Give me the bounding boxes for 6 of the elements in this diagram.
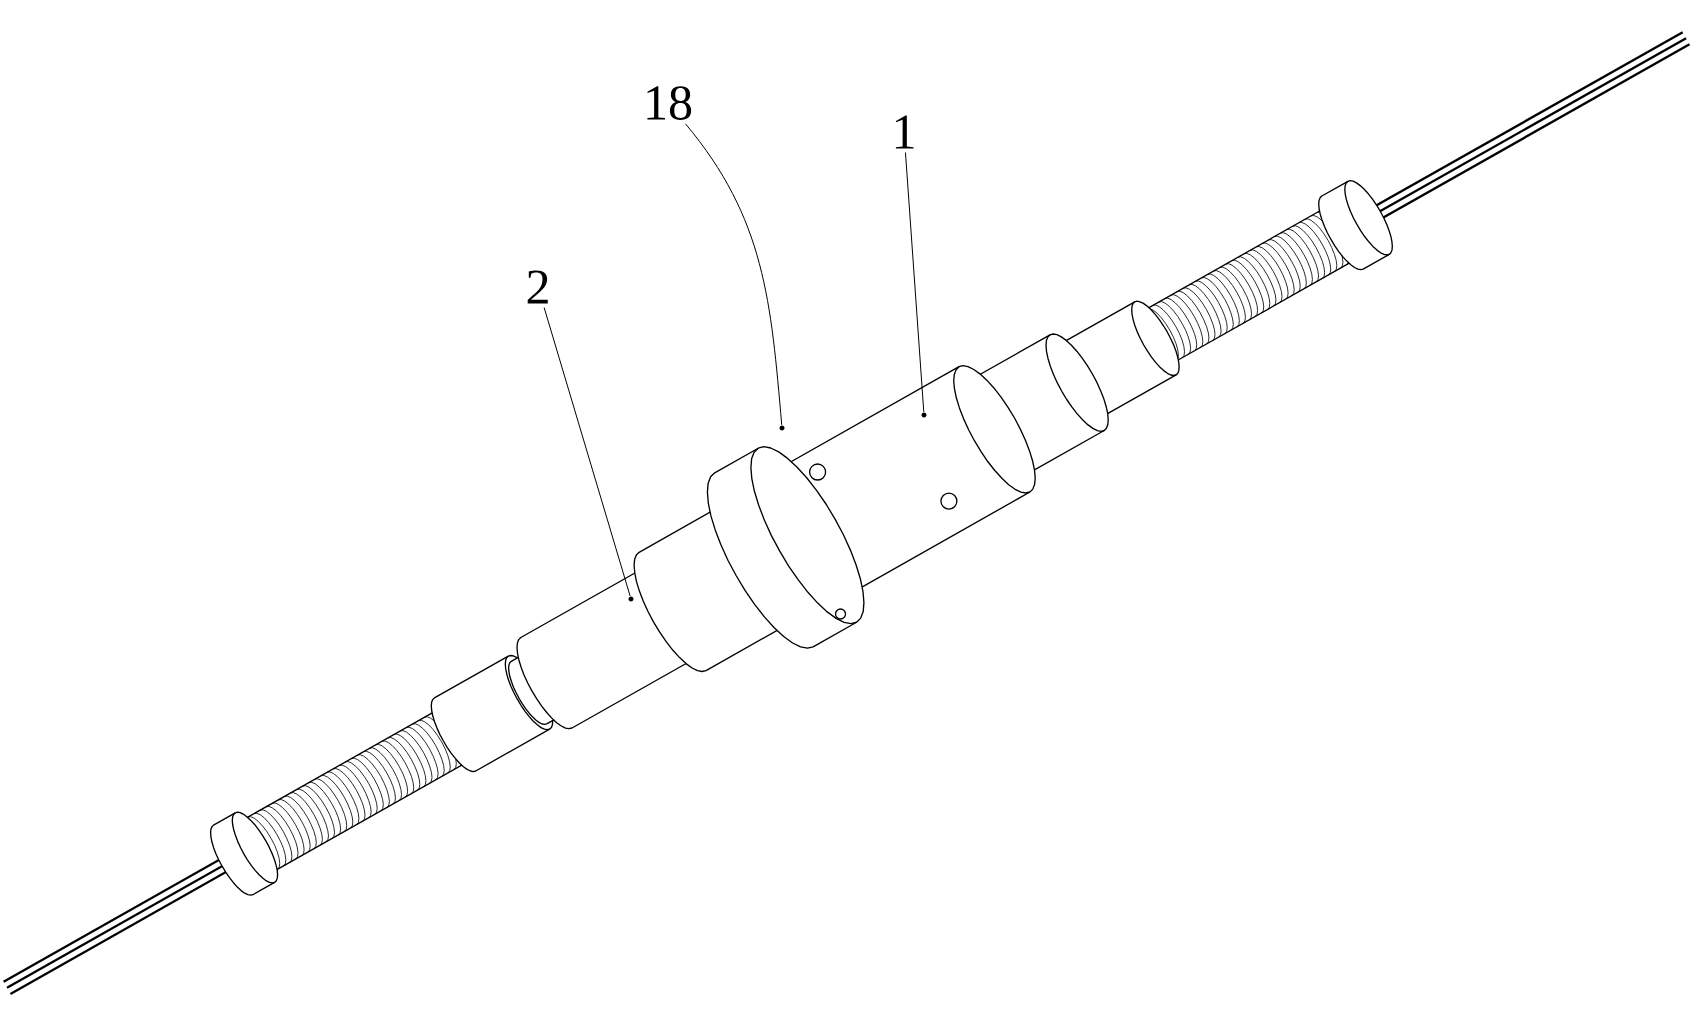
leader-line xyxy=(543,307,631,597)
callout-number: 18 xyxy=(647,86,692,120)
callout-number: 1 xyxy=(895,115,914,149)
callout-number: 2 xyxy=(527,270,548,304)
leader-line xyxy=(685,123,783,426)
leader-line xyxy=(904,152,925,413)
